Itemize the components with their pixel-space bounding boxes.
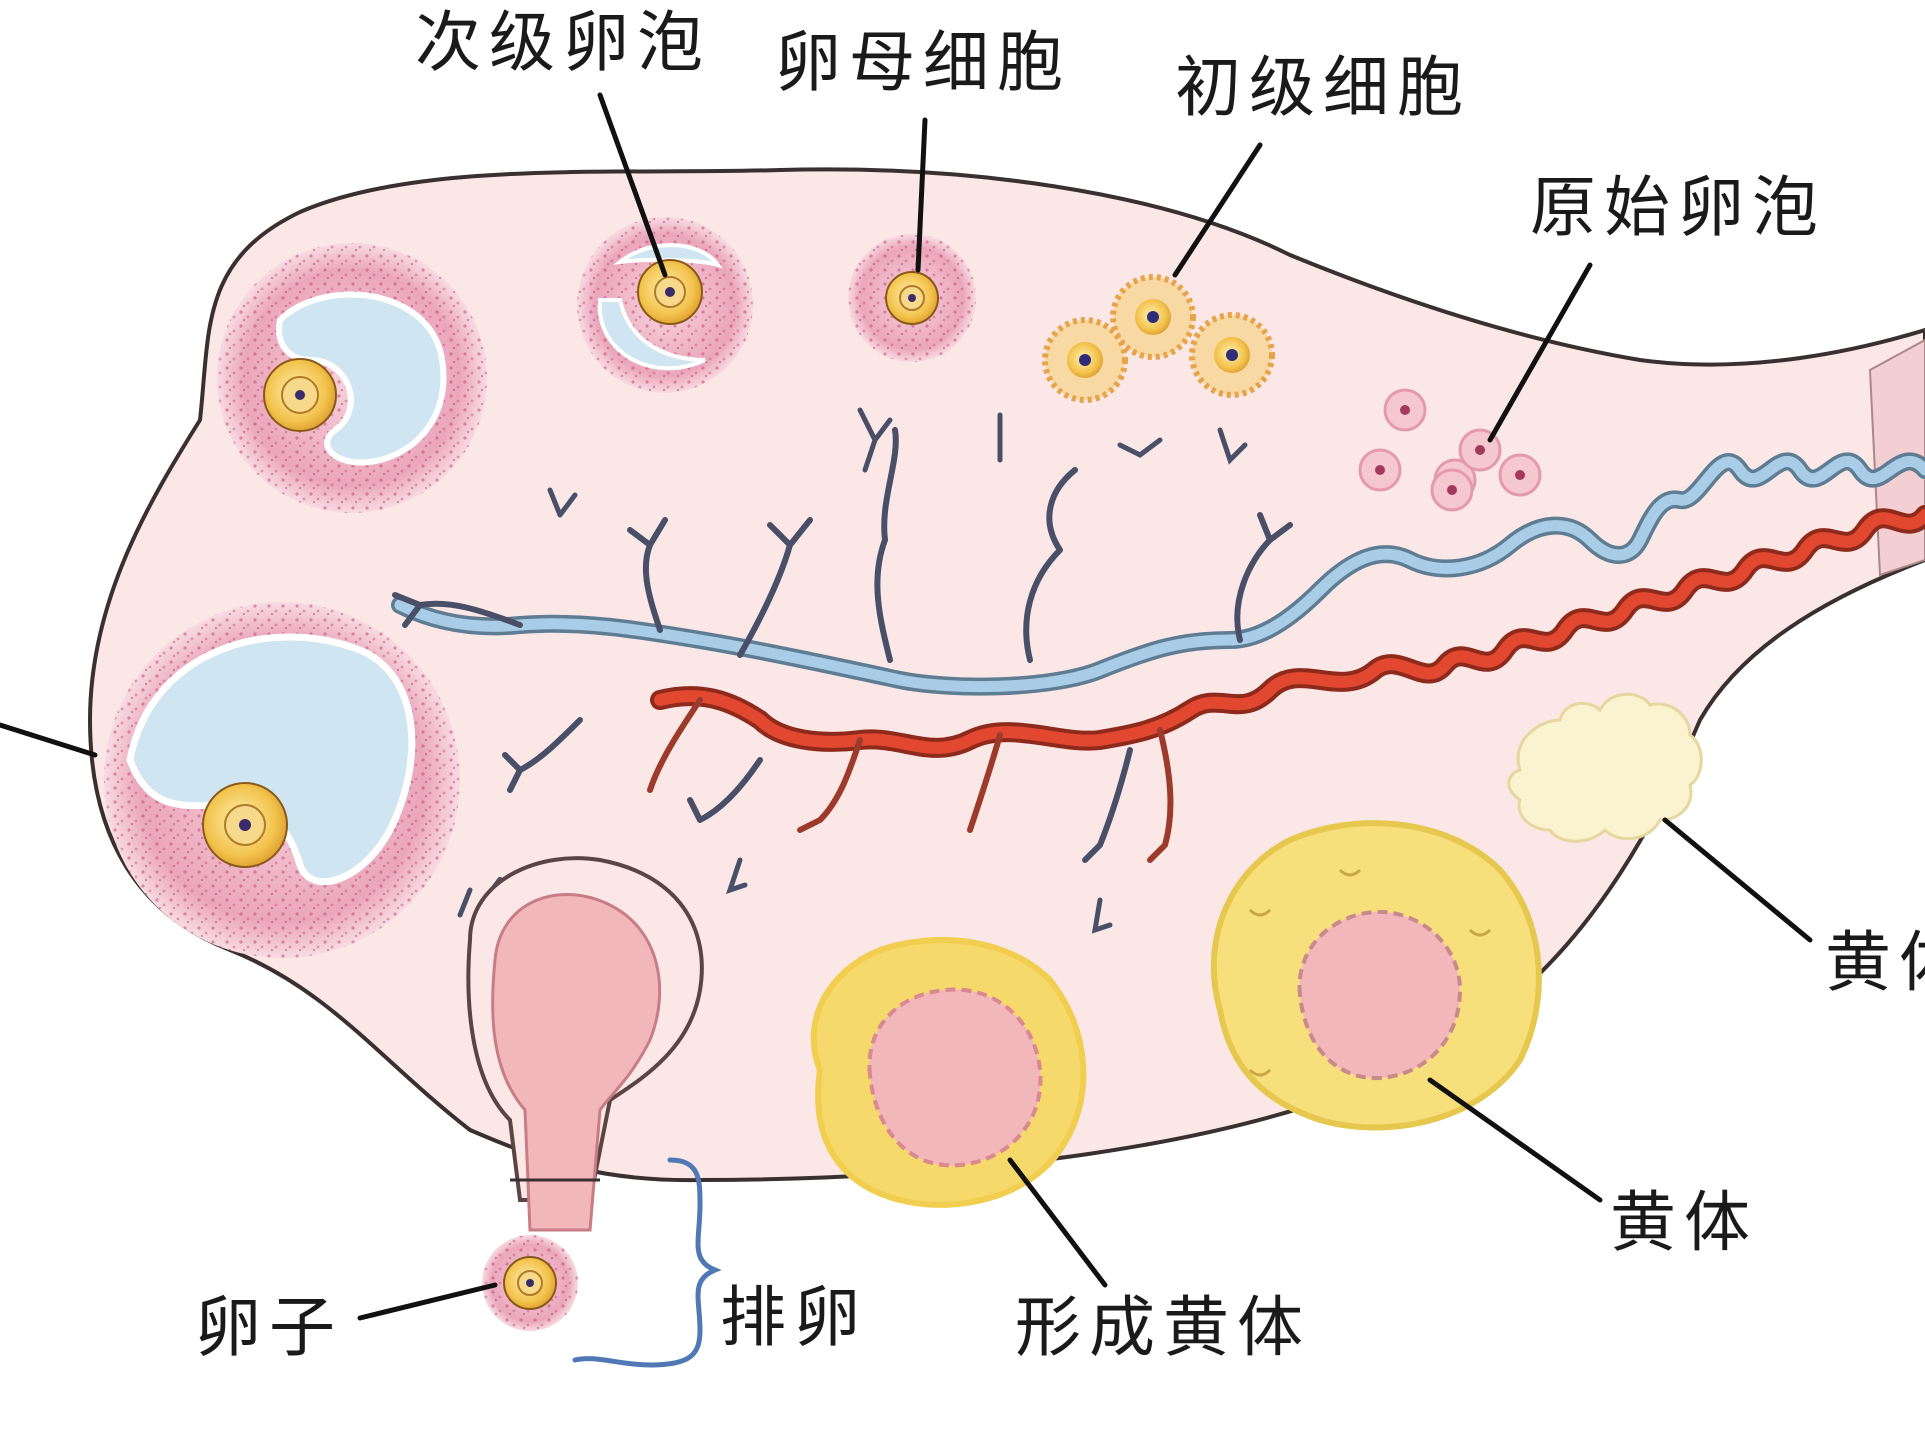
- primordial-follicle: [1498, 453, 1542, 497]
- ovum: [482, 1235, 578, 1331]
- label-secondary-follicle: 次级卵泡: [415, 4, 711, 81]
- artery: [650, 505, 1925, 758]
- label-ovulation: 排卵: [720, 1279, 868, 1356]
- label-oocyte: 卵母细胞: [775, 24, 1071, 101]
- leader-left-follicle: [0, 722, 98, 758]
- primordial-follicle: [1358, 448, 1402, 492]
- primary-cell: [1189, 312, 1275, 398]
- primordial-follicle: [1383, 388, 1427, 432]
- label-ovum: 卵子: [195, 1289, 343, 1366]
- label-primordial-follicle: 原始卵泡: [1530, 169, 1826, 246]
- leader-corpus-albicans: [1662, 817, 1813, 943]
- leader-lines: [0, 92, 1813, 1321]
- label-forming-corpus-luteum: 形成黄体: [1015, 1289, 1311, 1366]
- forming-corpus-luteum: [810, 937, 1087, 1208]
- leader-secondary-follicle: [597, 92, 668, 278]
- ovulation-brace: [572, 1157, 722, 1368]
- leader-oocyte: [915, 117, 928, 273]
- leader-forming-corpus-luteum: [1007, 1157, 1108, 1288]
- label-corpus-luteum-partial: 黄体: [1825, 924, 1925, 1001]
- primary-cell: [1042, 317, 1128, 403]
- leader-corpus-luteum: [1427, 1077, 1603, 1203]
- leader-primordial-follicle: [1487, 262, 1593, 443]
- vessel-branches-red: [647, 697, 1174, 863]
- primary-cells: [1042, 274, 1275, 403]
- label-corpus-luteum: 黄体: [1610, 1184, 1758, 1261]
- vessel-fragments: [457, 407, 1248, 934]
- leader-ovum: [357, 1282, 498, 1321]
- primordial-follicle: [1430, 468, 1474, 512]
- antral-follicle-lower: [104, 602, 460, 958]
- leader-primary-cell: [1172, 142, 1263, 278]
- corpus-luteum: [1210, 820, 1542, 1131]
- oocyte-follicle: [848, 234, 976, 362]
- primary-cell: [1110, 274, 1196, 360]
- primordial-follicles: [1358, 388, 1542, 512]
- ovulating-follicle: [466, 856, 704, 1232]
- secondary-follicle: [577, 217, 753, 393]
- antral-follicle-upper: [217, 243, 487, 513]
- label-primary-cell: 初级细胞: [1175, 49, 1471, 126]
- corpus-albicans: [1507, 692, 1703, 843]
